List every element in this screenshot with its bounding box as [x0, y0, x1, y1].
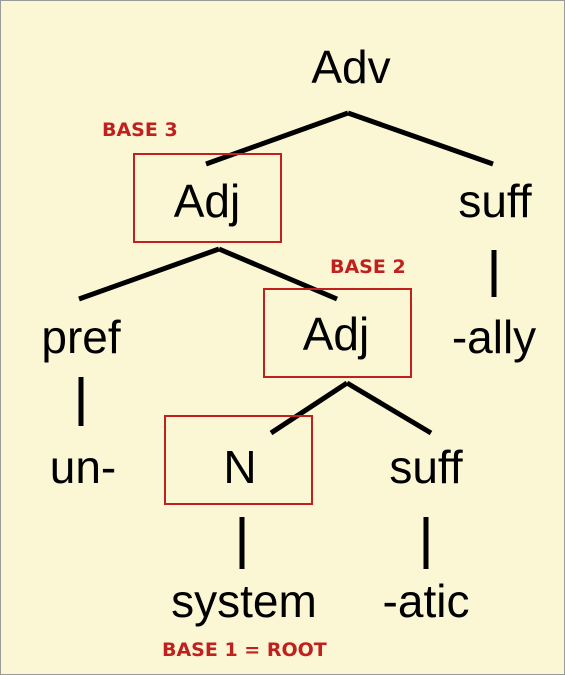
base3-box: [133, 153, 282, 243]
edge-adj-adj: [218, 246, 338, 302]
node-un: un-: [50, 441, 116, 493]
base2-label: BASE 2: [330, 256, 406, 278]
node-adj-inner: Adj: [303, 308, 369, 360]
base3-label: BASE 3: [102, 119, 178, 141]
node-system: system: [171, 575, 317, 627]
edge-adv-suff: [347, 110, 494, 167]
edge-adj-pref: [78, 246, 220, 302]
node-pref: pref: [41, 311, 120, 363]
edge-adj-suff: [345, 380, 433, 436]
base2-box: [263, 288, 412, 378]
node-n: N: [223, 441, 256, 493]
edge-adj-n: [269, 380, 349, 436]
node-ally: -ally: [452, 311, 536, 363]
base1-label: BASE 1 = ROOT: [162, 639, 327, 661]
node-atic: -atic: [383, 575, 470, 627]
node-adj-outer: Adj: [174, 175, 240, 227]
node-suff-inner: suff: [389, 441, 463, 493]
edge-adv-adj: [205, 110, 349, 167]
node-suff-outer: suff: [458, 175, 532, 227]
node-adv: Adv: [311, 41, 390, 93]
base1-box: [164, 415, 313, 505]
